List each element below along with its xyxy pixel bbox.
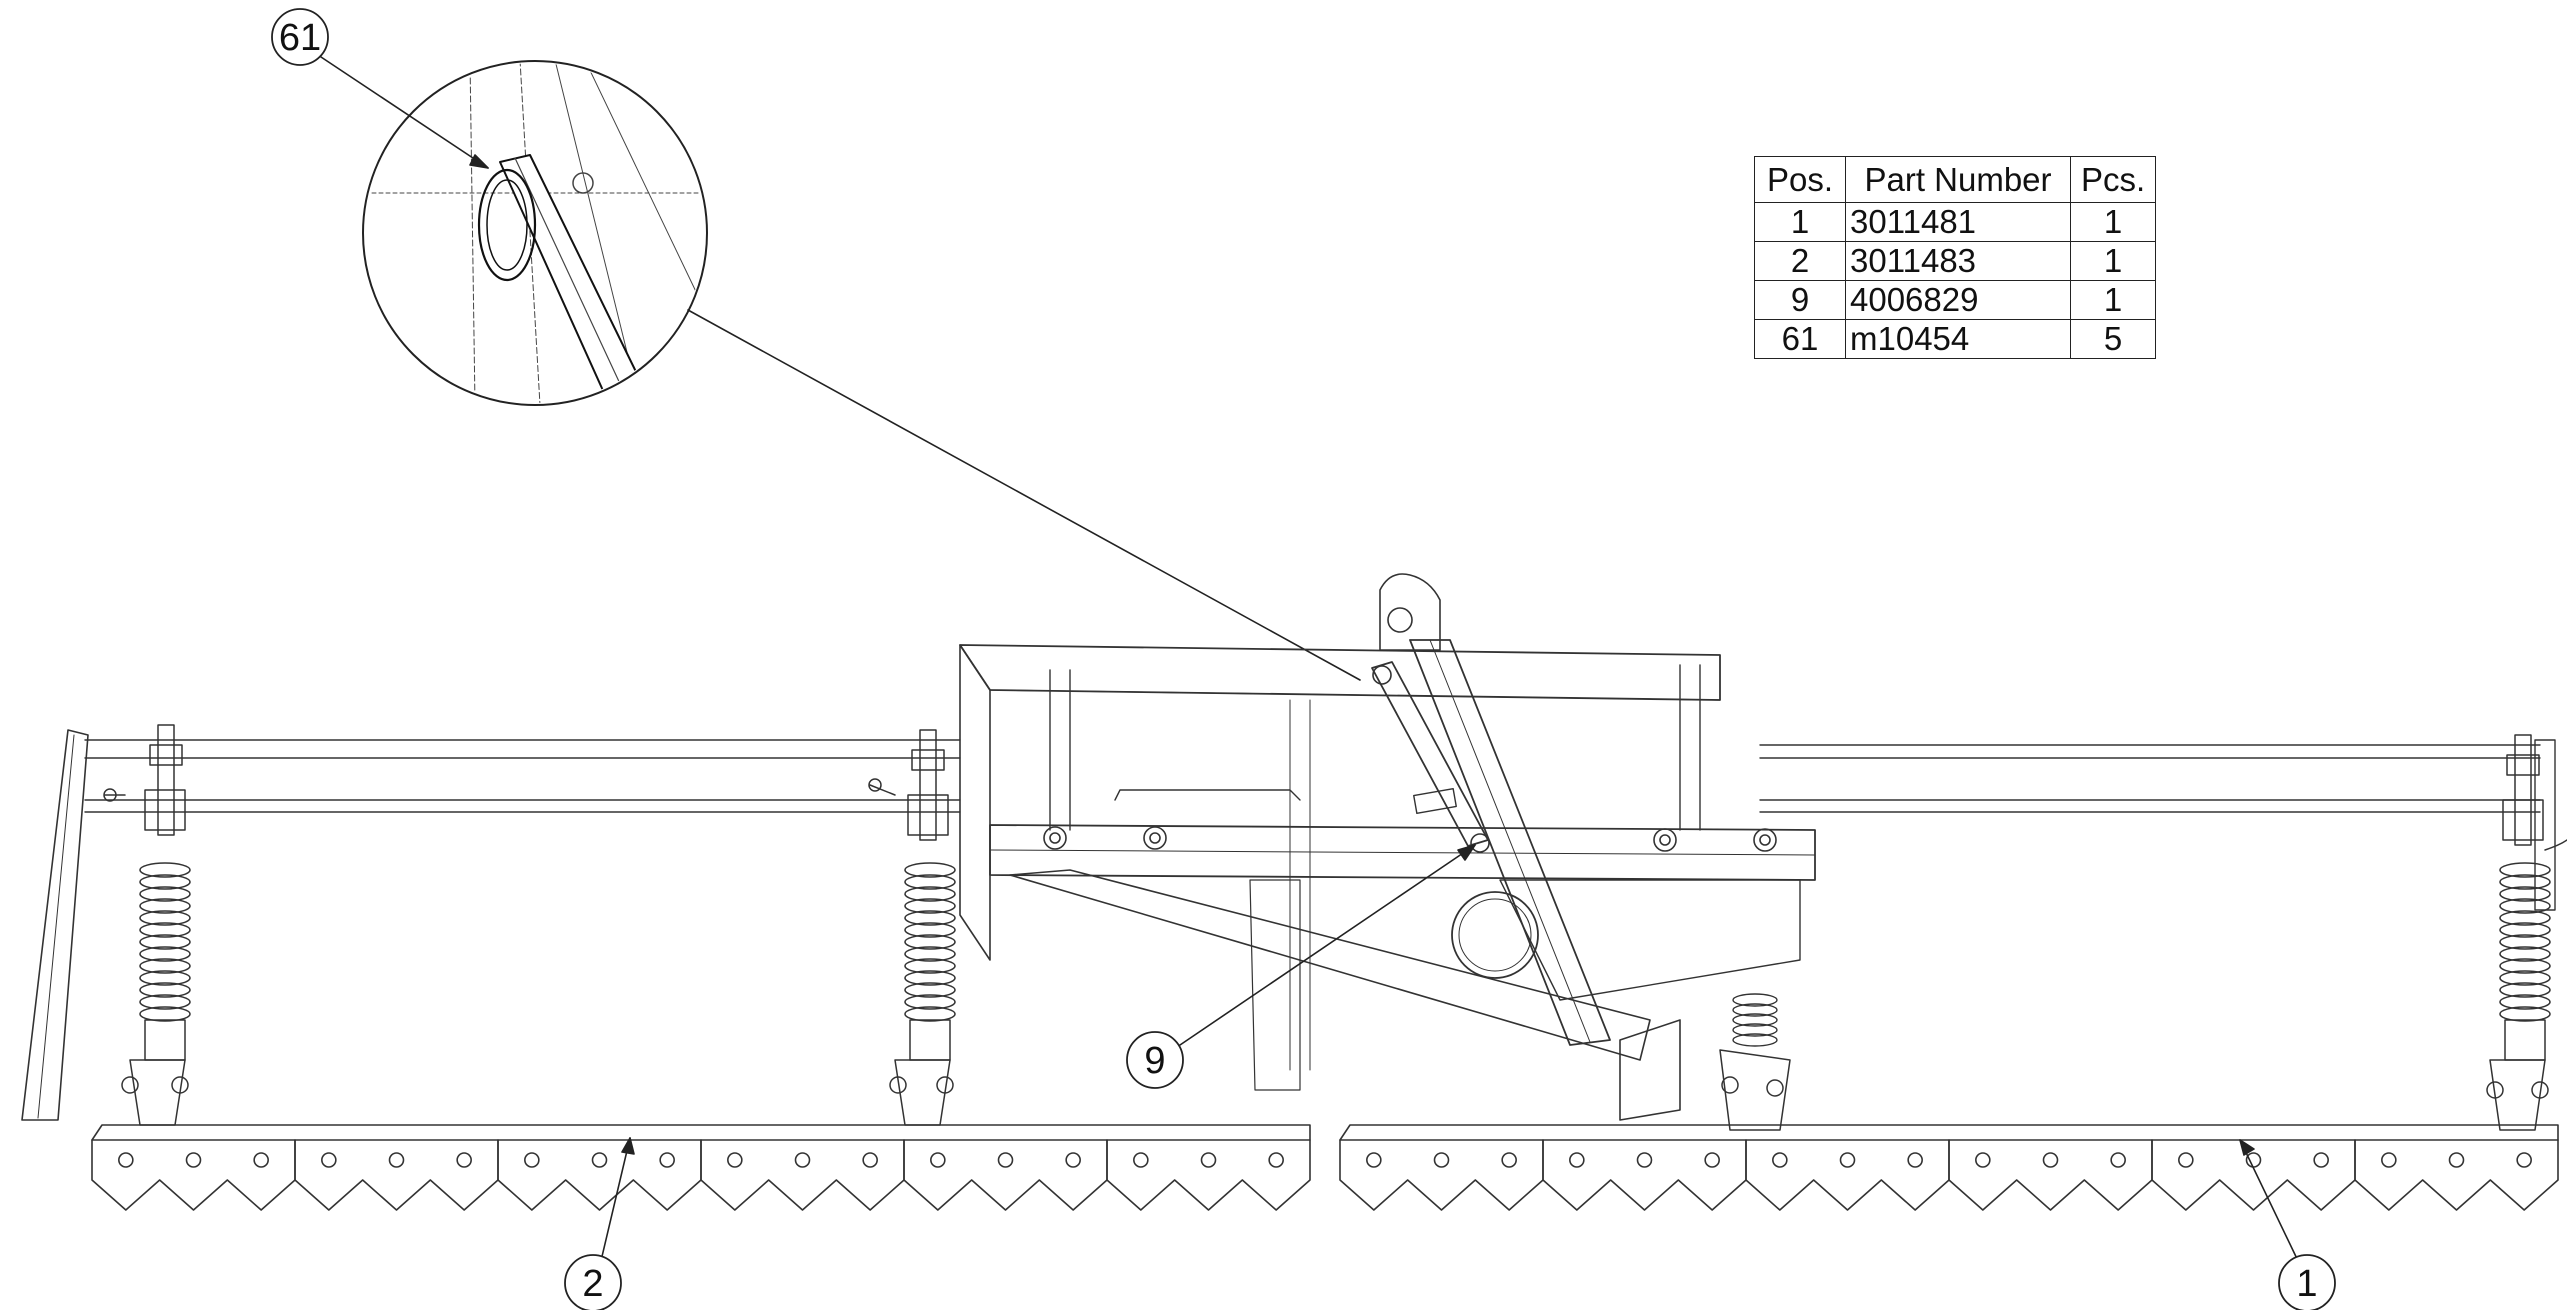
table-header-row: Pos. Part Number Pcs. <box>1754 156 2157 203</box>
right-frame <box>1759 739 2556 911</box>
cell-pos: 61 <box>1754 319 1846 359</box>
cell-part-number: 3011483 <box>1845 241 2071 281</box>
column-header-part-number: Part Number <box>1845 156 2071 203</box>
blade-bar-right <box>1339 1124 2559 1211</box>
cell-pcs: 5 <box>2069 319 2157 359</box>
balloon-2-label: 2 <box>582 1263 603 1305</box>
table-row: 61 m10454 5 <box>1754 319 2157 359</box>
spring-assembly-center <box>1719 1049 1791 1131</box>
balloon-9-label: 9 <box>1144 1040 1165 1082</box>
left-frame <box>21 729 961 1121</box>
spring-assembly-right <box>2486 734 2567 1131</box>
parts-list-table: Pos. Part Number Pcs. 1 3011481 1 2 3011… <box>1754 156 2157 359</box>
spring-assembly-middle <box>868 729 956 1126</box>
cell-pcs: 1 <box>2069 202 2157 242</box>
column-header-pos: Pos. <box>1754 156 1846 203</box>
balloon-61: 61 <box>271 8 329 66</box>
cell-part-number: 3011481 <box>1845 202 2071 242</box>
table-row: 1 3011481 1 <box>1754 202 2157 242</box>
spring-assembly-left <box>103 724 191 1126</box>
center-frame <box>959 573 1816 1121</box>
balloon-1: 1 <box>2278 1254 2336 1310</box>
balloon-61-label: 61 <box>279 17 321 59</box>
balloon-9: 9 <box>1126 1031 1184 1089</box>
cell-pos: 1 <box>1754 202 1846 242</box>
table-row: 2 3011483 1 <box>1754 241 2157 281</box>
blade-bar-left <box>91 1124 1311 1211</box>
balloon-2: 2 <box>564 1254 622 1310</box>
cell-part-number: m10454 <box>1845 319 2071 359</box>
detail-view <box>362 60 1361 681</box>
cell-pcs: 1 <box>2069 280 2157 320</box>
cell-pos: 9 <box>1754 280 1846 320</box>
callout-leaders <box>317 54 2301 1266</box>
column-header-pcs: Pcs. <box>2069 156 2157 203</box>
cell-part-number: 4006829 <box>1845 280 2071 320</box>
table-row: 9 4006829 1 <box>1754 280 2157 320</box>
cell-pcs: 1 <box>2069 241 2157 281</box>
balloon-1-label: 1 <box>2296 1263 2317 1305</box>
cell-pos: 2 <box>1754 241 1846 281</box>
